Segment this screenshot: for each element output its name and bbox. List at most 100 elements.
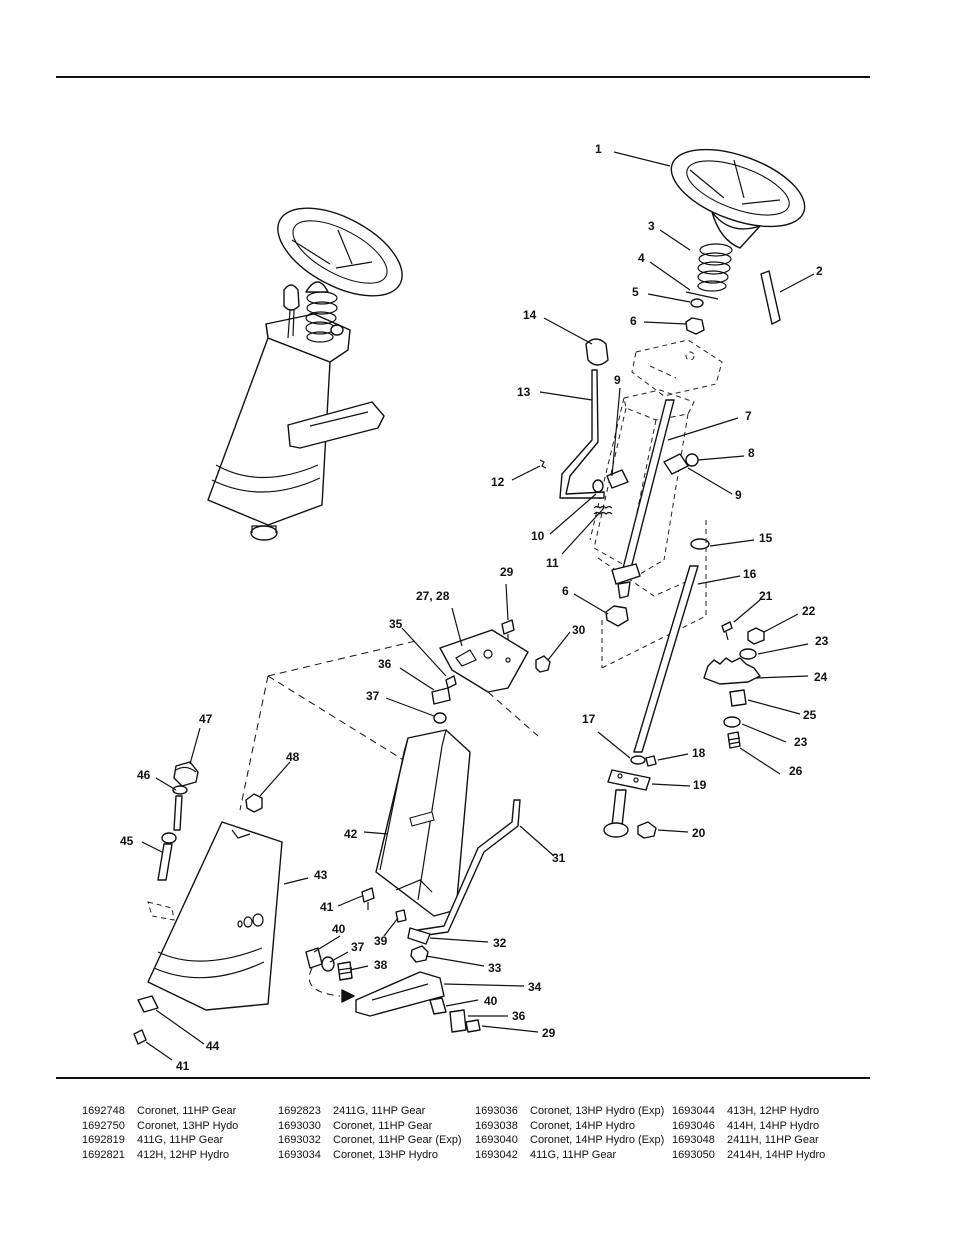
callout-labels: 1 2 3 4 5 6 6 7 8 9 9 10 11 12 13 14 15 … (120, 142, 829, 1073)
model-description: 411G, 11HP Gear (137, 1134, 224, 1147)
callout-23-lower: 23 (794, 735, 808, 749)
callout-12: 12 (491, 475, 505, 489)
model-row: 1693038 Coronet, 14HP Hydro (475, 1119, 664, 1134)
callout-15: 15 (759, 531, 773, 545)
callout-7: 7 (745, 409, 752, 423)
upper-exploded-parts (539, 148, 806, 839)
model-row: 1693032 Coronet, 11HP Gear (Exp) (278, 1133, 462, 1148)
leader-lines (141, 151, 815, 1061)
callout-16: 16 (743, 567, 757, 581)
model-number: 1692748 (82, 1105, 125, 1117)
model-description: 2414H, 14HP Hydro (727, 1148, 826, 1161)
callout-5: 5 (632, 285, 639, 299)
callout-17: 17 (582, 712, 596, 726)
callout-14: 14 (523, 308, 537, 322)
model-row: 1693050 2414H, 14HP Hydro (672, 1148, 825, 1163)
callout-6-upper: 6 (630, 314, 637, 328)
callout-29-upper: 29 (500, 565, 514, 579)
callout-2: 2 (816, 264, 823, 278)
callout-37-upper: 37 (366, 689, 380, 703)
model-description: Coronet, 11HP Gear (Exp) (333, 1134, 462, 1147)
assembled-steering-view (207, 207, 403, 541)
callout-40-left: 40 (332, 922, 346, 936)
model-number: 1693042 (475, 1148, 518, 1161)
model-description: 413H, 12HP Hydro (727, 1105, 820, 1117)
callout-29-lower: 29 (542, 1026, 556, 1040)
callout-24: 24 (814, 670, 828, 684)
callout-18: 18 (692, 746, 706, 760)
model-description: 2411H, 11HP Gear (727, 1134, 819, 1147)
callout-23-upper: 23 (815, 634, 829, 648)
model-row: 1692823 2411G, 11HP Gear (278, 1104, 462, 1119)
callout-1: 1 (595, 142, 602, 156)
model-number: 1693046 (672, 1119, 715, 1132)
callout-10: 10 (531, 529, 545, 543)
callout-31: 31 (552, 851, 566, 865)
callout-41-lower: 41 (176, 1059, 190, 1073)
callout-45: 45 (120, 834, 134, 848)
model-number: 1693032 (278, 1134, 321, 1147)
callout-26: 26 (789, 764, 803, 778)
model-description: 2411G, 11HP Gear (333, 1105, 426, 1117)
model-row: 1693048 2411H, 11HP Gear (672, 1133, 825, 1148)
callout-9-right: 9 (735, 488, 742, 502)
callout-9-left: 9 (614, 373, 621, 387)
model-description: Coronet, 14HP Hydro (530, 1119, 635, 1132)
model-row: 1693030 Coronet, 11HP Gear (278, 1119, 462, 1134)
model-description: Coronet, 14HP Hydro (Exp) (530, 1134, 665, 1147)
model-number: 1692819 (82, 1134, 125, 1147)
callout-30: 30 (572, 623, 586, 637)
model-number: 1692823 (278, 1105, 321, 1117)
model-description: Coronet, 11HP Gear (333, 1119, 433, 1132)
callout-36-lower: 36 (512, 1009, 526, 1023)
model-row: 1692819 411G, 11HP Gear (82, 1133, 238, 1148)
callout-34: 34 (528, 980, 542, 994)
model-row: 1693046 414H, 14HP Hydro (672, 1119, 825, 1134)
callout-47: 47 (199, 712, 213, 726)
callout-39: 39 (374, 934, 388, 948)
callout-6-lower: 6 (562, 584, 569, 598)
model-row: 1693040 Coronet, 14HP Hydro (Exp) (475, 1133, 664, 1148)
callout-20: 20 (692, 826, 706, 840)
callout-3: 3 (648, 219, 655, 233)
callout-35: 35 (389, 617, 403, 631)
callout-21: 21 (759, 589, 773, 603)
callout-22: 22 (802, 604, 816, 618)
lower-exploded-parts (133, 619, 551, 1045)
model-number: 1693050 (672, 1148, 715, 1161)
callout-48: 48 (286, 750, 300, 764)
model-number: 1693030 (278, 1119, 321, 1132)
model-number: 1692821 (82, 1148, 125, 1161)
model-row: 1692821 412H, 12HP Hydro (82, 1148, 238, 1163)
model-number: 1693048 (672, 1134, 715, 1147)
model-description: Coronet, 13HP Hydro (Exp) (530, 1105, 665, 1117)
callout-32: 32 (493, 936, 507, 950)
callout-36-upper: 36 (378, 657, 392, 671)
callout-38: 38 (374, 958, 388, 972)
model-number: 1693040 (475, 1134, 518, 1147)
callout-33: 33 (488, 961, 502, 975)
callout-27-28: 27, 28 (416, 589, 450, 603)
model-description: 411G, 11HP Gear (530, 1148, 617, 1161)
callout-40-right: 40 (484, 994, 498, 1008)
model-description: 412H, 12HP Hydro (137, 1148, 230, 1161)
callout-11: 11 (546, 556, 559, 570)
callout-4: 4 (638, 251, 645, 265)
model-description: 414H, 14HP Hydro (727, 1119, 820, 1132)
model-number: 1692750 (82, 1119, 125, 1132)
top-rule (56, 76, 870, 78)
callout-46: 46 (137, 768, 151, 782)
model-row: 1693042 411G, 11HP Gear (475, 1148, 664, 1163)
callout-44: 44 (206, 1039, 220, 1053)
steering-parts-diagram: 1 2 3 4 5 6 6 7 8 9 9 10 11 12 13 14 15 … (120, 142, 829, 1073)
model-number: 1693038 (475, 1119, 518, 1132)
